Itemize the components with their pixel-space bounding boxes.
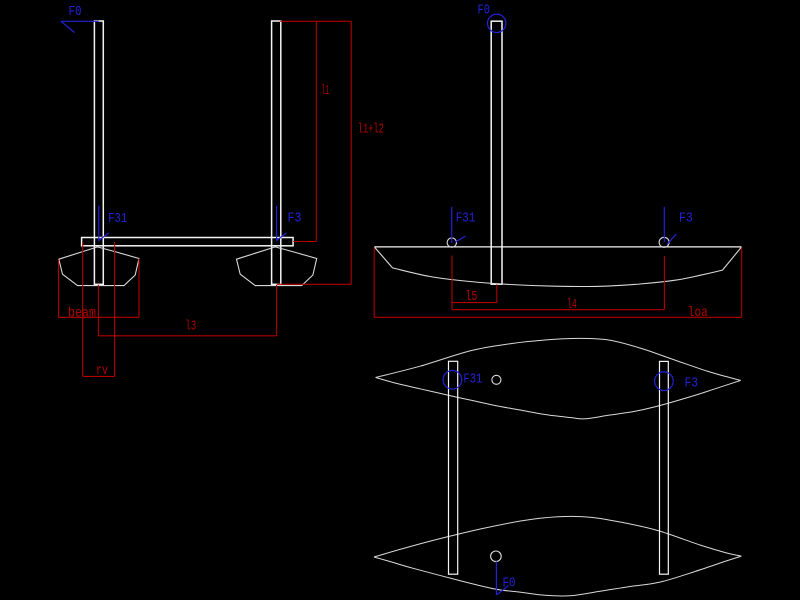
svg-text:F0: F0 [69,4,82,20]
svg-text:F31: F31 [463,371,482,387]
svg-text:F3: F3 [679,210,693,226]
svg-text:loa: loa [688,305,708,321]
svg-text:l4: l4 [567,297,577,313]
svg-text:F0: F0 [478,3,491,19]
svg-text:beam: beam [68,305,96,321]
svg-text:F31: F31 [108,211,127,227]
svg-text:l1+l2: l1+l2 [358,122,384,138]
svg-text:rv: rv [96,363,108,379]
svg-text:l3: l3 [185,318,196,334]
svg-text:l1: l1 [322,83,330,99]
svg-text:l5: l5 [465,289,477,305]
svg-text:F3: F3 [685,375,699,391]
svg-text:F3: F3 [288,211,302,227]
svg-text:F31: F31 [456,211,476,227]
svg-text:F0: F0 [503,575,516,591]
